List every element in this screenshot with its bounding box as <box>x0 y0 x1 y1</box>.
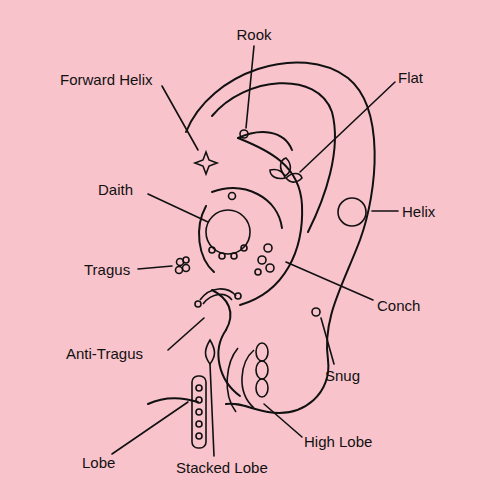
part-label: Snug <box>325 368 360 383</box>
part-label: Forward Helix <box>60 72 153 87</box>
part-label: Lobe <box>82 455 115 470</box>
part-label: Daith <box>98 182 133 197</box>
part-label: Conch <box>377 298 420 313</box>
part-label: High Lobe <box>304 434 372 449</box>
part-label: Stacked Lobe <box>176 460 268 475</box>
part-label: Anti-Tragus <box>66 346 143 361</box>
part-label: Flat <box>398 70 423 85</box>
part-label: Tragus <box>84 262 130 277</box>
part-label: Helix <box>402 204 435 219</box>
part-label: Rook <box>236 27 271 42</box>
